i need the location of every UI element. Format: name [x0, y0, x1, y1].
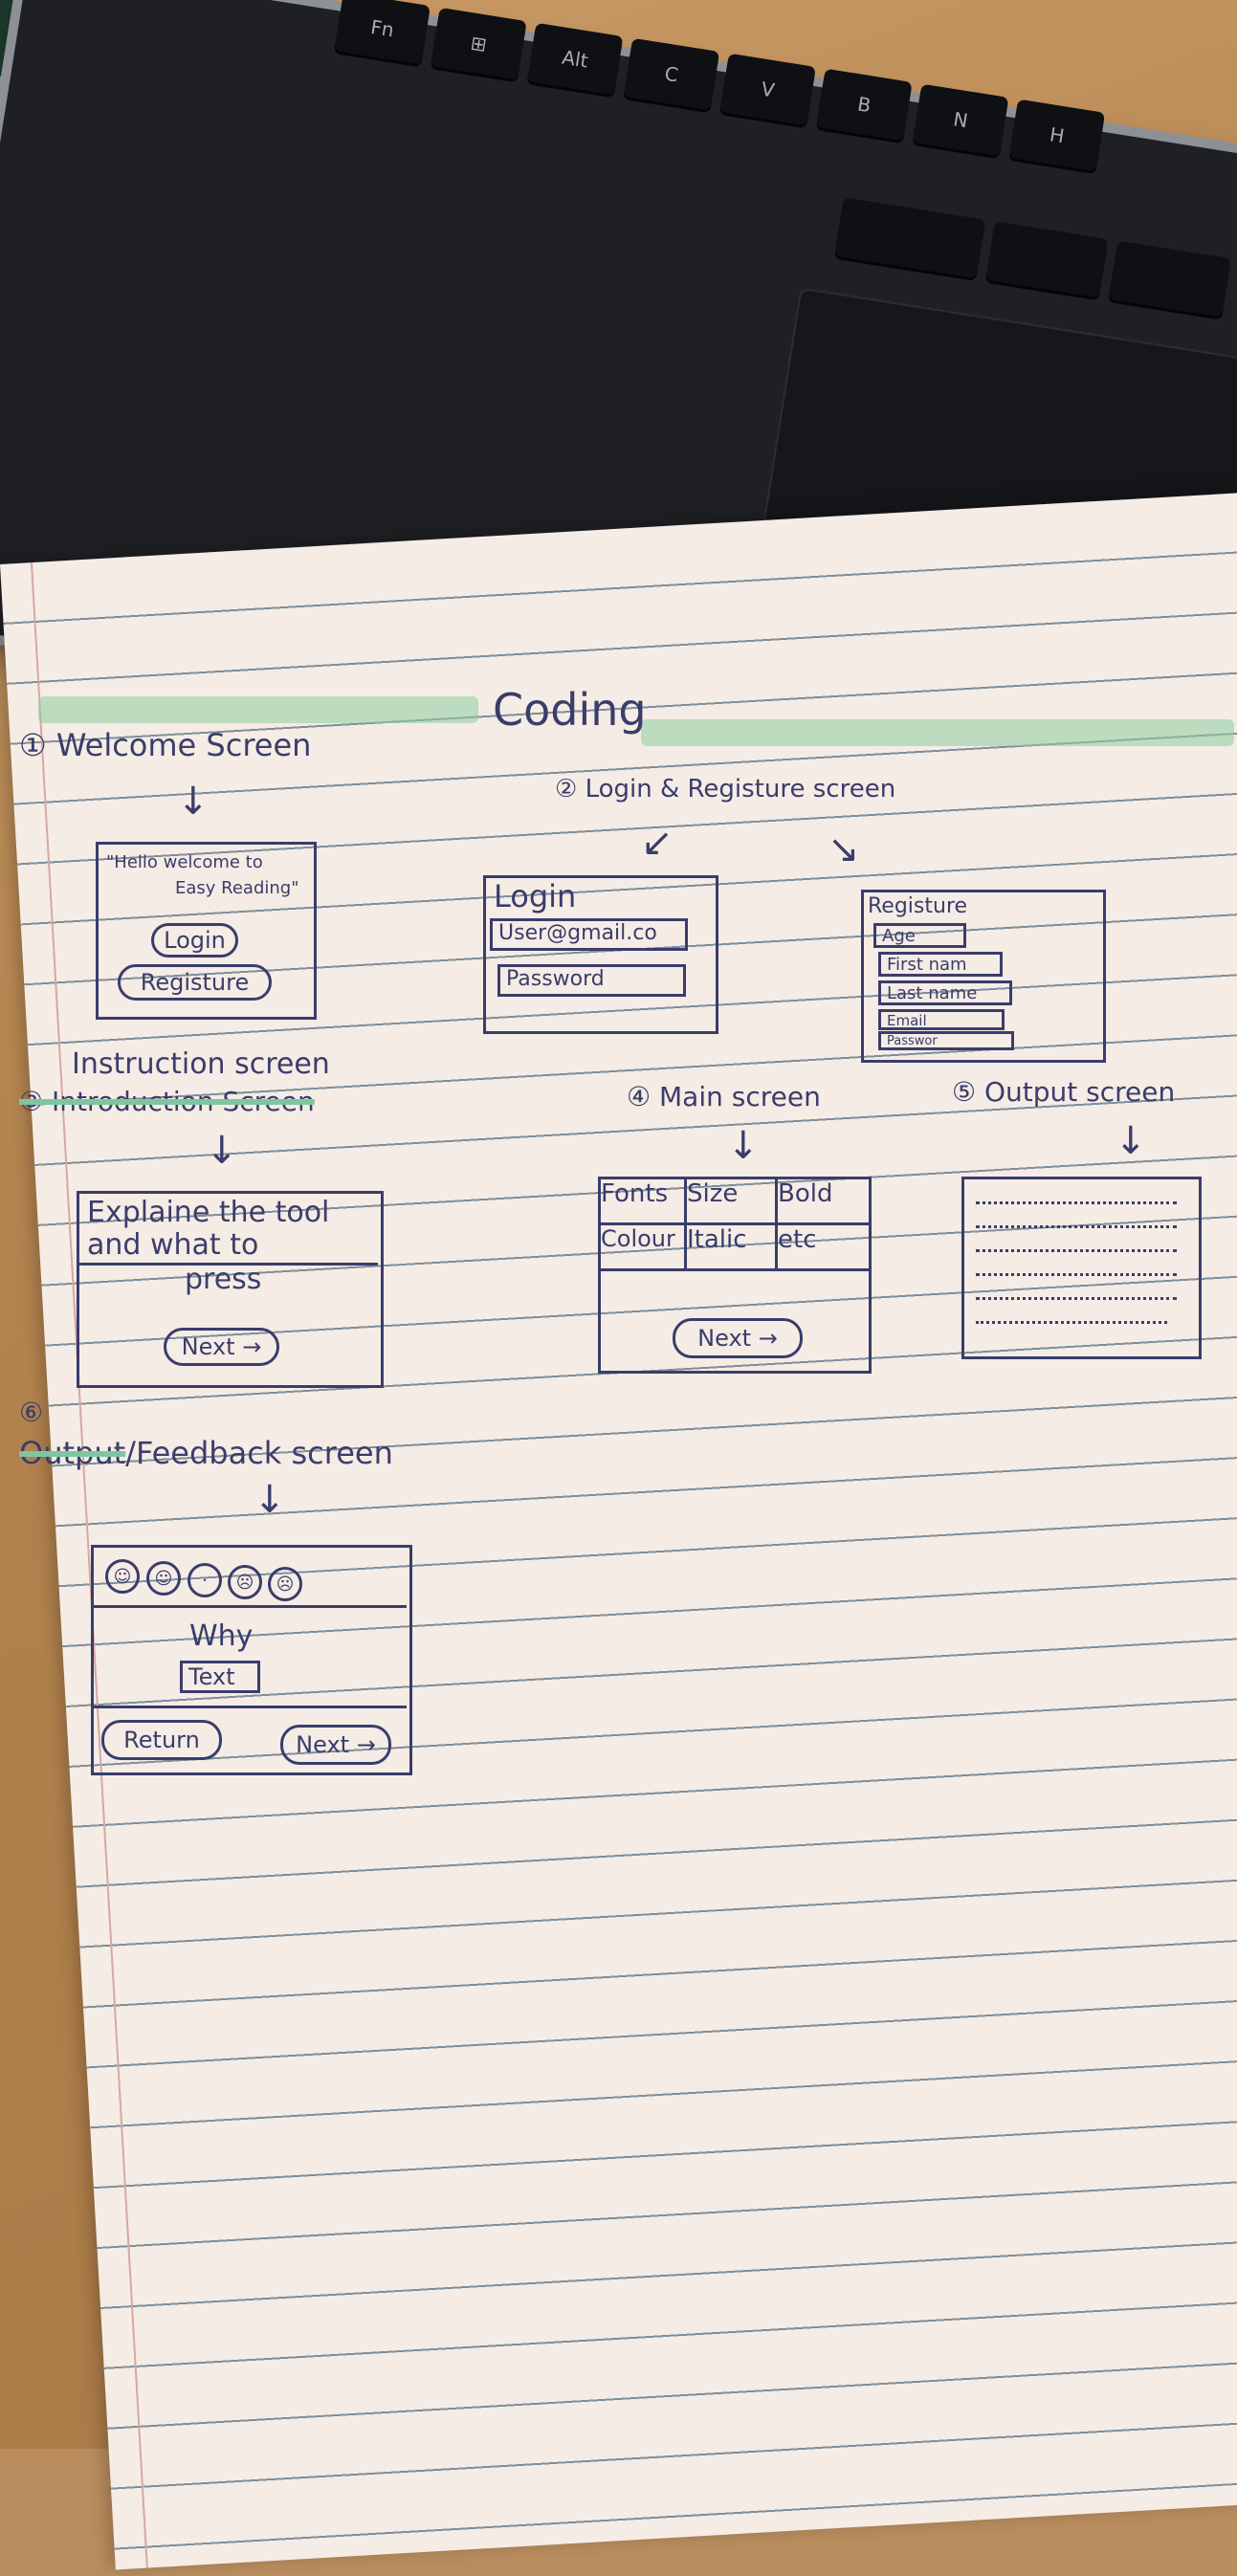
instruction-text-2: and what to [87, 1228, 259, 1262]
login-register-heading: ② Login & Registure screen [555, 775, 896, 804]
feedback-next-button: Next → [280, 1725, 391, 1765]
why-label: Why [189, 1619, 254, 1653]
feedback-heading-struck: Output [19, 1435, 126, 1471]
divider [77, 1263, 378, 1266]
text-line [976, 1199, 1177, 1204]
welcome-message-1: "Hello welcome to [106, 852, 263, 872]
fonts-cell: Fonts [601, 1179, 687, 1225]
return-button: Return [101, 1720, 222, 1760]
down-arrow-icon: ↓ [206, 1129, 238, 1173]
text-line [976, 1222, 1177, 1228]
age-field: Age [873, 923, 966, 948]
down-right-arrow-icon: ↘ [828, 827, 860, 871]
key [1108, 240, 1231, 318]
key-v: V [719, 53, 816, 126]
down-arrow-icon: ↓ [1115, 1119, 1147, 1163]
key-n: N [912, 83, 1009, 157]
welcome-message-2: Easy Reading" [175, 878, 299, 898]
instruction-next-button: Next → [164, 1328, 279, 1366]
key [985, 221, 1109, 298]
main-heading: ④ Main screen [627, 1081, 821, 1112]
key-alt: Alt [526, 22, 624, 96]
key-fn: Fn [334, 0, 431, 65]
divider [91, 1605, 407, 1608]
output-heading: ⑤ Output screen [952, 1076, 1176, 1108]
feedback-heading-rest: /Feedback screen [125, 1435, 393, 1471]
password-field: Password [497, 964, 686, 997]
neutral-face-icon: · [188, 1563, 222, 1597]
etc-cell: etc [778, 1225, 869, 1271]
down-left-arrow-icon: ↙ [641, 821, 674, 865]
feedback-number: ⑥ [18, 1397, 44, 1428]
italic-cell: Italic [687, 1225, 778, 1271]
key-h: H [1008, 99, 1106, 172]
introduction-heading-struck: ③ Introduction Screen [19, 1086, 315, 1117]
keyboard-space-row [834, 197, 1231, 318]
register-button: Registure [118, 964, 272, 1001]
down-arrow-icon: ↓ [727, 1124, 760, 1168]
output-wireframe [961, 1177, 1202, 1359]
first-name-field: First nam [878, 952, 1003, 977]
bold-cell: Bold [778, 1179, 869, 1225]
text-line [976, 1270, 1177, 1276]
key-b: B [816, 68, 913, 142]
colour-cell: Colour [601, 1225, 687, 1271]
sad-face-icon: ☹ [228, 1565, 262, 1599]
login-title: Login [494, 878, 577, 914]
happy-face-icon: ☺ [146, 1561, 181, 1596]
down-arrow-icon: ↓ [254, 1478, 286, 1522]
size-cell: Size [687, 1179, 778, 1225]
instruction-text-1: Explaine the tool [87, 1196, 330, 1229]
email-field: User@gmail.co [490, 918, 688, 951]
key-windows: ⊞ [431, 7, 527, 80]
welcome-heading: ① Welcome Screen [19, 727, 312, 763]
register-wireframe: Registure Age First nam Last name Email … [861, 890, 1106, 1063]
title-highlight-left [38, 696, 478, 723]
login-wireframe: Login User@gmail.co Password [483, 875, 718, 1034]
toolbar-grid: Fonts Size Bold Colour Italic etc [601, 1179, 869, 1275]
main-next-button: Next → [673, 1318, 803, 1358]
down-arrow-icon: ↓ [177, 780, 210, 824]
instruction-heading: Instruction screen [72, 1047, 330, 1081]
feedback-heading: Output/Feedback screen [19, 1435, 393, 1471]
main-wireframe: Fonts Size Bold Colour Italic etc Next → [598, 1177, 872, 1374]
login-button: Login [151, 923, 238, 958]
instruction-text-3: press [185, 1263, 262, 1296]
email-reg-field: Email [878, 1009, 1005, 1030]
key [834, 197, 986, 279]
divider [91, 1706, 407, 1708]
text-line [976, 1318, 1167, 1324]
password-reg-field: Passwor [878, 1031, 1014, 1050]
welcome-wireframe: "Hello welcome to Easy Reading" Login Re… [96, 842, 317, 1020]
title-highlight-right [641, 719, 1234, 746]
notebook-page: Coding ① Welcome Screen ↓ "Hello welcome… [0, 487, 1237, 2570]
register-title: Registure [868, 894, 968, 918]
text-line [976, 1294, 1177, 1300]
instruction-wireframe: Explaine the tool and what to press Next… [77, 1191, 384, 1388]
last-name-field: Last name [878, 980, 1012, 1005]
feedback-text-field: Text [180, 1661, 260, 1693]
text-line [976, 1246, 1177, 1252]
key-c: C [623, 37, 720, 111]
page-title: Coding [493, 684, 647, 736]
feedback-wireframe: ☺ ☺ · ☹ ☹ Why Text Return Next → [90, 1545, 412, 1775]
very-sad-face-icon: ☹ [268, 1567, 302, 1601]
sketch-content: Coding ① Welcome Screen ↓ "Hello welcome… [0, 564, 1237, 2477]
very-happy-face-icon: ☺ [105, 1559, 140, 1594]
